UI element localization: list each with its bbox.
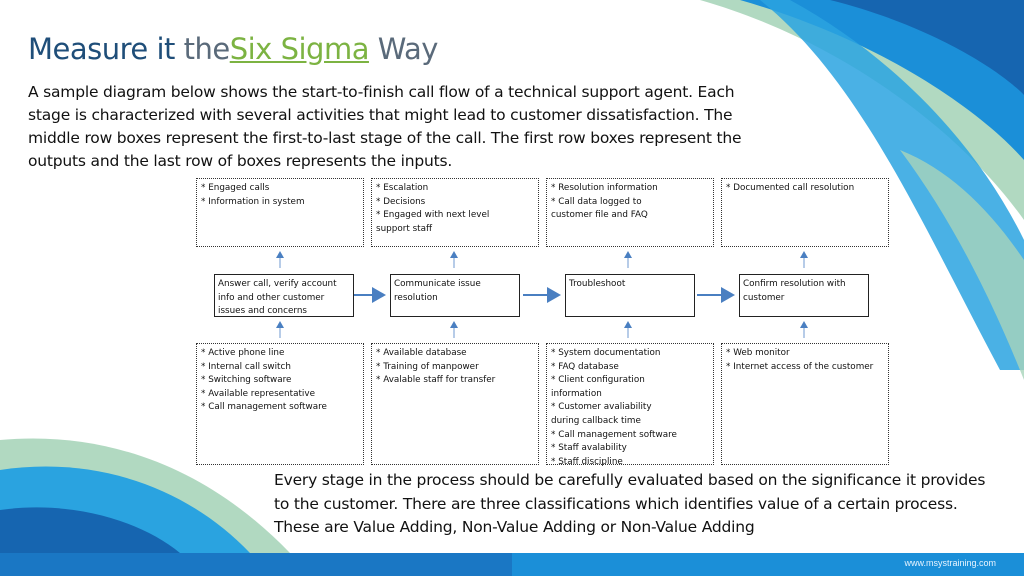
input-box-4: * Web monitor * Internet access of the c… bbox=[721, 343, 889, 465]
intro-paragraph: A sample diagram below shows the start-t… bbox=[28, 83, 742, 170]
stage-box-4: Confirm resolution with customer bbox=[739, 274, 869, 317]
diagram-arrows bbox=[276, 251, 808, 338]
stage-box-3: Troubleshoot bbox=[565, 274, 695, 317]
input-box-2: * Available database * Training of manpo… bbox=[371, 343, 539, 465]
stage-box-2: Communicate issue resolution bbox=[390, 274, 520, 317]
page-title: Measure it theSix Sigma Way bbox=[28, 32, 438, 66]
footer-left-band bbox=[0, 553, 512, 576]
output-box-3: * Resolution information * Call data log… bbox=[546, 178, 714, 247]
input-box-1: * Active phone line * Internal call swit… bbox=[196, 343, 364, 465]
output-box-4: * Documented call resolution bbox=[721, 178, 889, 247]
call-flow-diagram: * Engaged calls * Information in system … bbox=[196, 176, 892, 467]
title-part2: the bbox=[183, 32, 231, 66]
output-box-2: * Escalation * Decisions * Engaged with … bbox=[371, 178, 539, 247]
output-box-1: * Engaged calls * Information in system bbox=[196, 178, 364, 247]
six-sigma-link[interactable]: Six Sigma bbox=[229, 32, 370, 66]
footer-url[interactable]: www.msystraining.com bbox=[904, 558, 996, 568]
footer-bar: www.msystraining.com bbox=[0, 553, 1024, 576]
title-part3: Way bbox=[377, 32, 439, 66]
closing-paragraph: Every stage in the process should be car… bbox=[274, 471, 986, 536]
title-part1: Measure it bbox=[28, 32, 175, 66]
input-box-3: * System documentation * FAQ database * … bbox=[546, 343, 714, 467]
stage-box-1: Answer call, verify account info and oth… bbox=[214, 274, 354, 317]
